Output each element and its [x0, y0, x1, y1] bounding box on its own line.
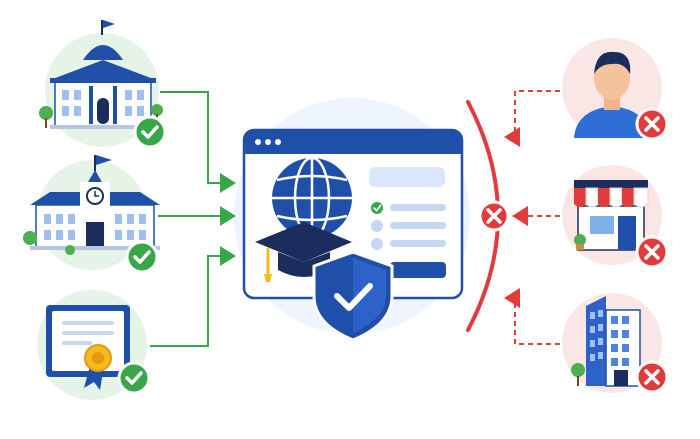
government-building-tile [39, 20, 167, 149]
blocked-connectors [504, 90, 560, 345]
list-item [371, 202, 446, 214]
window-dot [255, 139, 261, 145]
allowed-connectors [150, 91, 236, 347]
window-dot [275, 139, 281, 145]
blocked-arrow-3 [504, 288, 560, 345]
center-window [242, 128, 464, 342]
check-icon [133, 115, 167, 149]
school-building-tile [23, 155, 160, 274]
allowed-arrow-1 [160, 91, 236, 193]
check-icon [117, 361, 151, 395]
allowed-arrow-3 [150, 246, 236, 347]
shop-storefront-icon [574, 180, 649, 251]
check-icon [125, 240, 159, 274]
certificate-tile [37, 290, 151, 400]
x-icon [635, 360, 669, 394]
certificate-icon [46, 305, 130, 390]
shield-check-icon [312, 250, 394, 342]
blocked-arrow-1 [504, 90, 560, 147]
header-placeholder [369, 167, 445, 187]
list-item [371, 220, 446, 232]
x-icon [635, 235, 669, 269]
list-item [371, 238, 446, 250]
shop-tile [562, 165, 669, 269]
person-icon [574, 51, 650, 138]
window-dot [265, 139, 271, 145]
office-tile [562, 293, 669, 394]
action-button [390, 262, 446, 278]
barrier-x-icon [478, 200, 510, 232]
person-tile [562, 38, 669, 141]
globe-icon [272, 156, 352, 240]
government-building-icon [39, 20, 163, 129]
school-building-icon [23, 155, 160, 255]
x-icon [635, 107, 669, 141]
office-building-icon [571, 296, 641, 387]
